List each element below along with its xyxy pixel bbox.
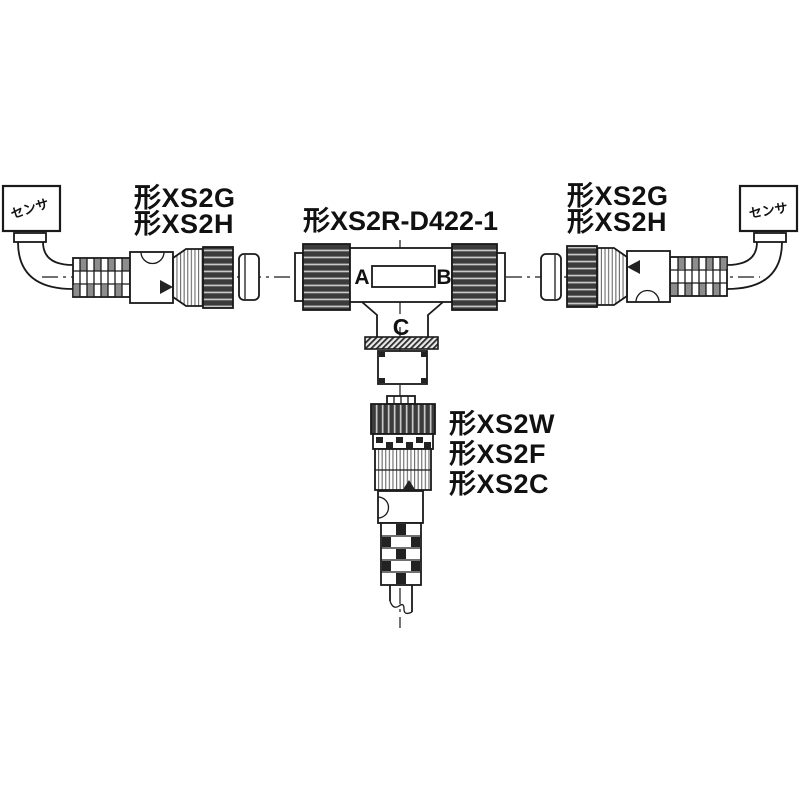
sensor-right-label: センサ (748, 200, 789, 221)
body-notch-arc (140, 251, 165, 265)
connector-left-body (129, 251, 174, 304)
cable-elbow-inner (42, 241, 74, 266)
port-c-label: C (393, 314, 410, 340)
tee-slot (371, 265, 436, 288)
connector-bottom-ribs (374, 448, 432, 491)
alignment-arrow-up-icon (402, 480, 416, 491)
label-left-model-1: 形XS2G (134, 183, 236, 213)
connector-right (540, 245, 728, 308)
tee-stem (361, 301, 444, 339)
tee-knurl-left (302, 243, 351, 311)
label-bottom-model-1: 形XS2W (449, 409, 555, 439)
sensor-left-assembly (1, 184, 74, 290)
tee-connector: A B C (294, 243, 506, 385)
connector-bottom-cable (389, 585, 413, 615)
connector-bottom-boot (380, 522, 422, 586)
port-a-label: A (354, 266, 369, 289)
tee-cap-left (294, 252, 304, 302)
tee-cap-right (496, 252, 506, 302)
connector-left-boot (72, 257, 131, 298)
tee-knurl-right (451, 243, 498, 311)
body-arc-detail (377, 496, 390, 519)
label-bottom-model-2: 形XS2F (449, 439, 546, 469)
labels: 形XS2G 形XS2H 形XS2R-D422-1 形XS2G 形XS2H 形XS… (9, 181, 789, 499)
label-right-model-1: 形XS2G (567, 181, 669, 211)
connector-bottom-body (377, 490, 424, 524)
connector-bottom-cap (386, 395, 416, 405)
connector-left-plug (238, 253, 260, 301)
connector-left-coupling (172, 248, 204, 307)
connector-bottom-knurl (370, 403, 436, 435)
connector-left-knurl-ring (202, 246, 234, 309)
label-tee-model: 形XS2R-D422-1 (303, 206, 498, 236)
sensor-left-box (1, 184, 62, 233)
label-bottom-model-3: 形XS2C (449, 469, 549, 499)
tee-bottom-plug (377, 350, 428, 385)
cable-break-icon (389, 600, 413, 615)
cable-elbow-outer (17, 241, 74, 290)
alignment-arrow-icon (160, 280, 173, 294)
tee-stem-flange (364, 336, 439, 350)
connector-bottom-band (372, 433, 434, 450)
sensor-left-collar (13, 232, 47, 243)
label-left-model-2: 形XS2H (134, 209, 234, 239)
connector-bottom (370, 395, 436, 615)
port-b-label: B (436, 266, 451, 289)
connector-left (72, 246, 260, 309)
label-right-model-2: 形XS2H (567, 207, 667, 237)
